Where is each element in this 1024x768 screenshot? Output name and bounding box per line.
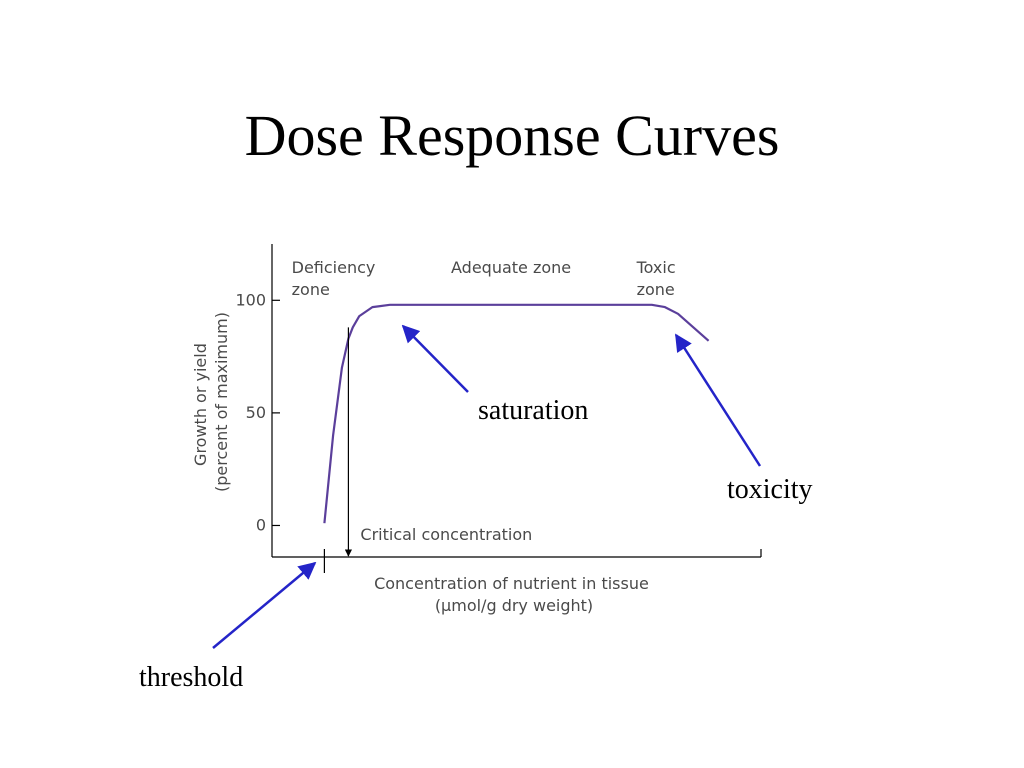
zone-label-1: Adequate zone xyxy=(451,258,571,277)
threshold-arrow xyxy=(212,561,317,649)
zone-label-0-line-0: Deficiency xyxy=(292,258,376,277)
y-ticks: 0 50 100 xyxy=(235,290,280,534)
saturation-arrow xyxy=(401,324,469,393)
zone-labels: Deficiency zone Adequate zone Toxic zone xyxy=(292,258,676,299)
x-axis-label-line-1: Concentration of nutrient in tissue xyxy=(374,574,649,593)
zone-label-1-line-0: Adequate zone xyxy=(451,258,571,277)
threshold-annotation: threshold xyxy=(139,662,243,693)
critical-concentration-label: Critical concentration xyxy=(360,525,532,544)
zone-label-0: Deficiency zone xyxy=(292,258,376,299)
y-axis-label-line-2: (percent of maximum) xyxy=(212,312,231,492)
y-axis-label: Growth or yield (percent of maximum) xyxy=(191,312,231,492)
page-title: Dose Response Curves xyxy=(244,103,780,168)
y-tick-label-100: 100 xyxy=(235,290,266,309)
saturation-annotation: saturation xyxy=(478,395,588,426)
y-tick-label-0: 0 xyxy=(256,515,266,534)
growth-curve xyxy=(323,303,710,524)
zone-label-2-line-1: zone xyxy=(637,280,675,299)
toxicity-arrow xyxy=(674,333,762,467)
zone-label-0-line-1: zone xyxy=(292,280,330,299)
y-axis-label-line-1: Growth or yield xyxy=(191,343,210,466)
x-axis-label: Concentration of nutrient in tissue (µmo… xyxy=(374,574,654,615)
toxicity-annotation: toxicity xyxy=(727,474,813,505)
zone-label-2: Toxic zone xyxy=(636,258,676,299)
x-axis-label-line-2: (µmol/g dry weight) xyxy=(435,596,593,615)
zone-label-2-line-0: Toxic xyxy=(636,258,676,277)
y-tick-label-50: 50 xyxy=(246,403,266,422)
